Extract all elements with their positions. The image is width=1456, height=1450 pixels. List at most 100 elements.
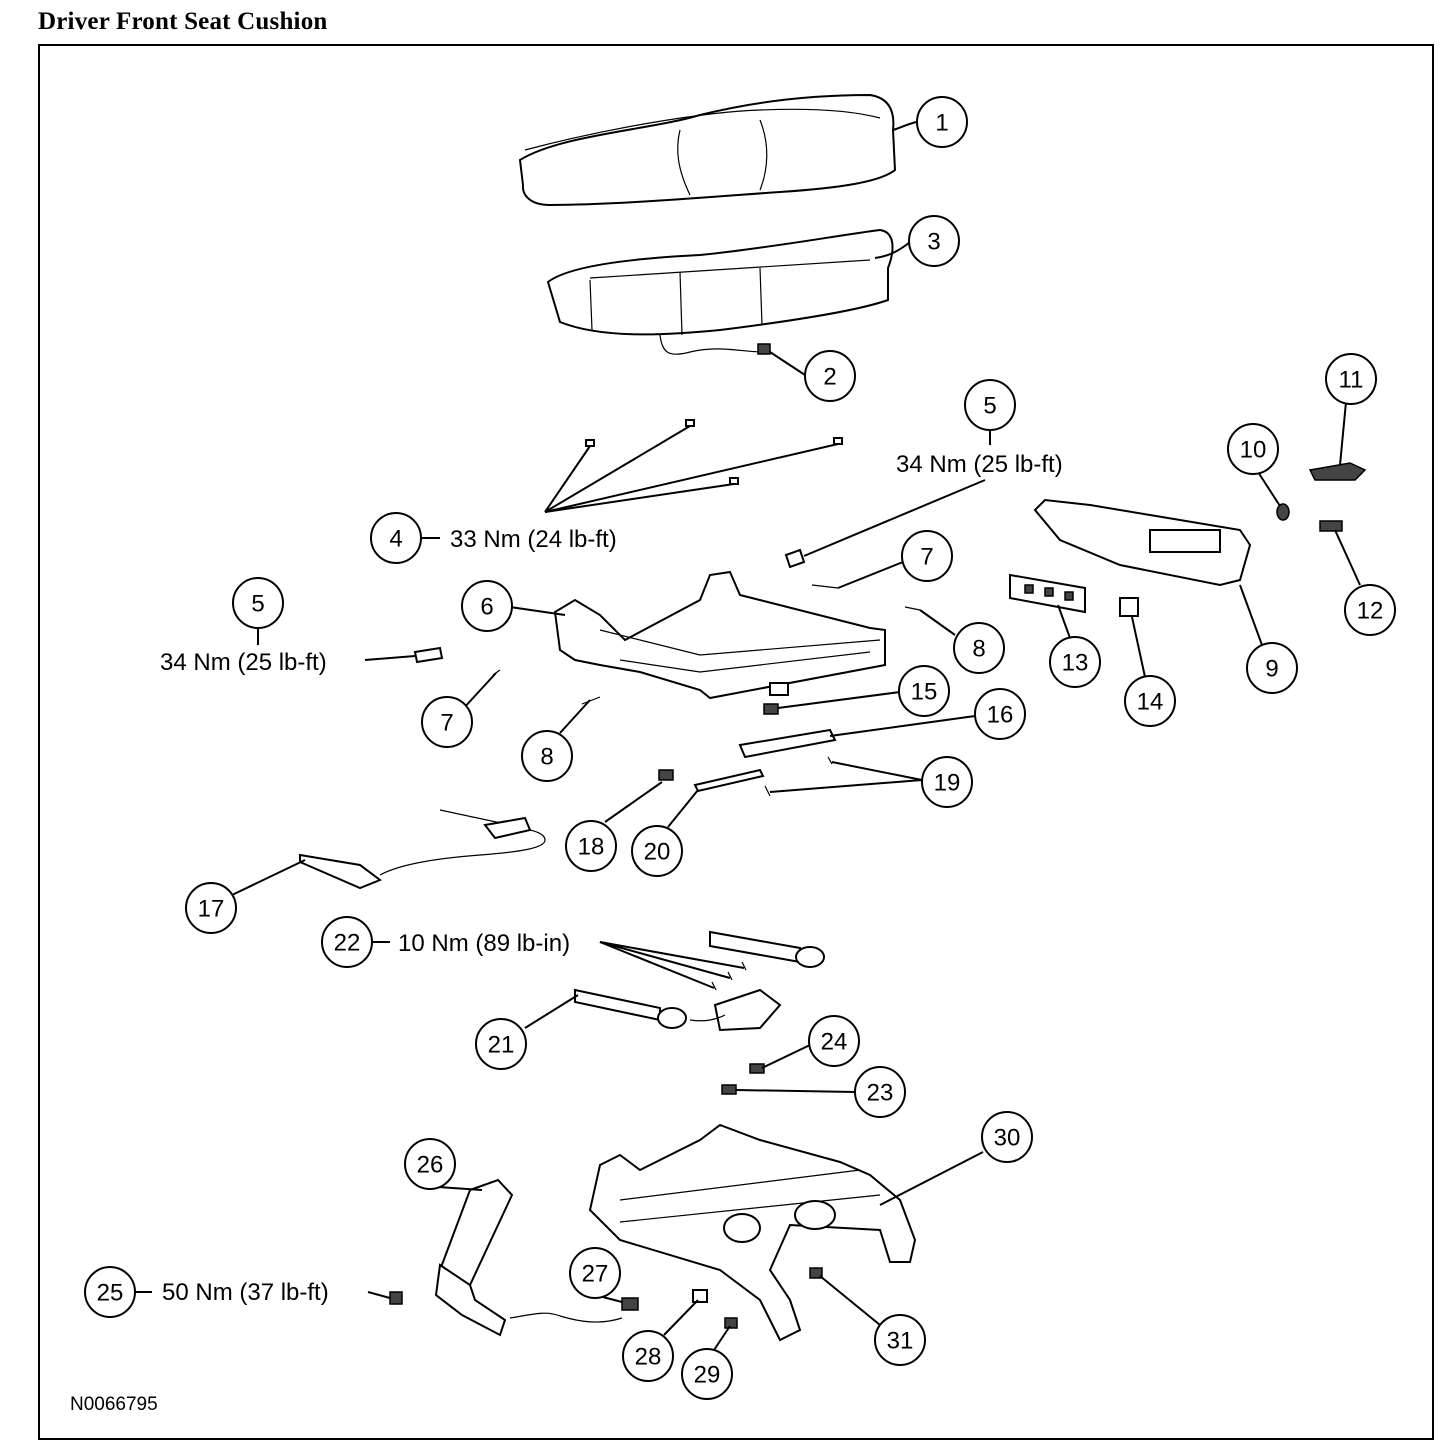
svg-text:27: 27 (582, 1261, 609, 1288)
callout-20: 20 (631, 825, 683, 877)
svg-text:13: 13 (1062, 650, 1089, 677)
callout-25: 25 (84, 1266, 136, 1318)
torque-label-22: 10 Nm (89 lb-in) (398, 930, 570, 957)
callout-19: 19 (921, 756, 973, 808)
side-shield-part (1033, 498, 1252, 587)
svg-text:3: 3 (927, 229, 940, 256)
callout-28: 28 (622, 1330, 674, 1382)
svg-text:4: 4 (389, 526, 402, 553)
connector-part-15 (763, 703, 779, 715)
callout-8-right: 8 (953, 622, 1005, 674)
svg-text:31: 31 (887, 1328, 914, 1355)
cable-assembly-part (299, 809, 546, 890)
callout-17: 17 (185, 882, 237, 934)
callout-3: 3 (908, 215, 960, 267)
screw-part (1319, 520, 1343, 532)
callout-5-right: 5 (964, 379, 1016, 431)
callout-21: 21 (475, 1018, 527, 1070)
clip-part-24 (749, 1063, 765, 1074)
pin-parts (492, 584, 921, 705)
switch-knob-part (1308, 462, 1367, 481)
callout-29: 29 (681, 1348, 733, 1400)
callout-14: 14 (1124, 675, 1176, 727)
callout-5-left: 5 (232, 577, 284, 629)
motor-drive-assembly-part (574, 930, 825, 1032)
diagram-frame (38, 44, 1434, 1440)
callout-30: 30 (981, 1111, 1033, 1163)
svg-text:15: 15 (911, 679, 938, 706)
seat-cushion-pad-part (546, 228, 894, 336)
callout-24: 24 (808, 1015, 860, 1067)
callout-31: 31 (874, 1314, 926, 1366)
nut-part (389, 1291, 403, 1305)
svg-text:1: 1 (935, 110, 948, 137)
svg-text:29: 29 (694, 1362, 721, 1389)
power-seat-switch-part (1009, 573, 1086, 614)
callout-16: 16 (974, 688, 1026, 740)
svg-text:20: 20 (644, 839, 671, 866)
seat-cushion-frame-part (553, 570, 886, 700)
callout-9: 9 (1246, 642, 1298, 694)
svg-text:30: 30 (994, 1125, 1021, 1152)
callout-2: 2 (804, 350, 856, 402)
svg-text:25: 25 (97, 1280, 124, 1307)
torque-label-4: 33 Nm (24 lb-ft) (450, 526, 617, 553)
bracket-part (738, 728, 837, 759)
pin-part-19a (827, 756, 833, 765)
diagram-title: Driver Front Seat Cushion (38, 8, 328, 35)
clip-part-29 (724, 1317, 738, 1329)
callout-7-left: 7 (421, 696, 473, 748)
pin-part-19b (764, 785, 771, 797)
document-id: N0066795 (70, 1394, 158, 1415)
callout-7-right: 7 (901, 530, 953, 582)
connector-part-28 (692, 1289, 708, 1303)
clip-part-23 (721, 1084, 737, 1095)
sensor-harness-part (659, 334, 771, 355)
svg-text:21: 21 (488, 1032, 515, 1059)
svg-text:7: 7 (920, 544, 933, 571)
callout-26: 26 (404, 1138, 456, 1190)
svg-text:2: 2 (823, 364, 836, 391)
callout-1: 1 (916, 96, 968, 148)
safety-belt-buckle-part (434, 1178, 623, 1337)
callout-12: 12 (1344, 584, 1396, 636)
svg-text:5: 5 (251, 591, 264, 618)
connector-part-31 (809, 1267, 823, 1279)
svg-text:14: 14 (1137, 689, 1164, 716)
seat-track-part (588, 1123, 917, 1342)
svg-text:18: 18 (578, 834, 605, 861)
bolts-part-22 (711, 961, 747, 991)
callout-27: 27 (569, 1247, 621, 1299)
svg-text:8: 8 (540, 744, 553, 771)
callout-13: 13 (1049, 636, 1101, 688)
svg-text:28: 28 (635, 1344, 662, 1371)
svg-text:17: 17 (198, 896, 225, 923)
svg-text:5: 5 (983, 393, 996, 420)
torque-label-5-left: 34 Nm (25 lb-ft) (160, 649, 327, 676)
callout-10: 10 (1227, 423, 1279, 475)
svg-text:19: 19 (934, 770, 961, 797)
rod-part (693, 768, 765, 793)
callout-23: 23 (854, 1066, 906, 1118)
retainer-part (1276, 503, 1290, 521)
torque-label-5-right: 34 Nm (25 lb-ft) (896, 451, 1063, 478)
connector-part-27 (621, 1297, 639, 1311)
callout-18: 18 (565, 820, 617, 872)
callout-11: 11 (1325, 353, 1377, 405)
callout-8-left: 8 (521, 730, 573, 782)
torque-label-25: 50 Nm (37 lb-ft) (162, 1279, 329, 1306)
callout-4: 4 (370, 512, 422, 564)
cushion-nuts-part (585, 419, 843, 485)
svg-text:11: 11 (1339, 367, 1364, 394)
svg-text:16: 16 (987, 702, 1014, 729)
seat-cushion-cover-part (518, 93, 897, 207)
svg-text:12: 12 (1357, 598, 1384, 625)
svg-text:8: 8 (972, 636, 985, 663)
clip-part-14 (1119, 597, 1139, 617)
clip-part-18 (658, 769, 674, 781)
svg-text:22: 22 (334, 930, 361, 957)
callout-6: 6 (461, 580, 513, 632)
leader-lines (135, 121, 1361, 1351)
svg-text:6: 6 (480, 594, 493, 621)
